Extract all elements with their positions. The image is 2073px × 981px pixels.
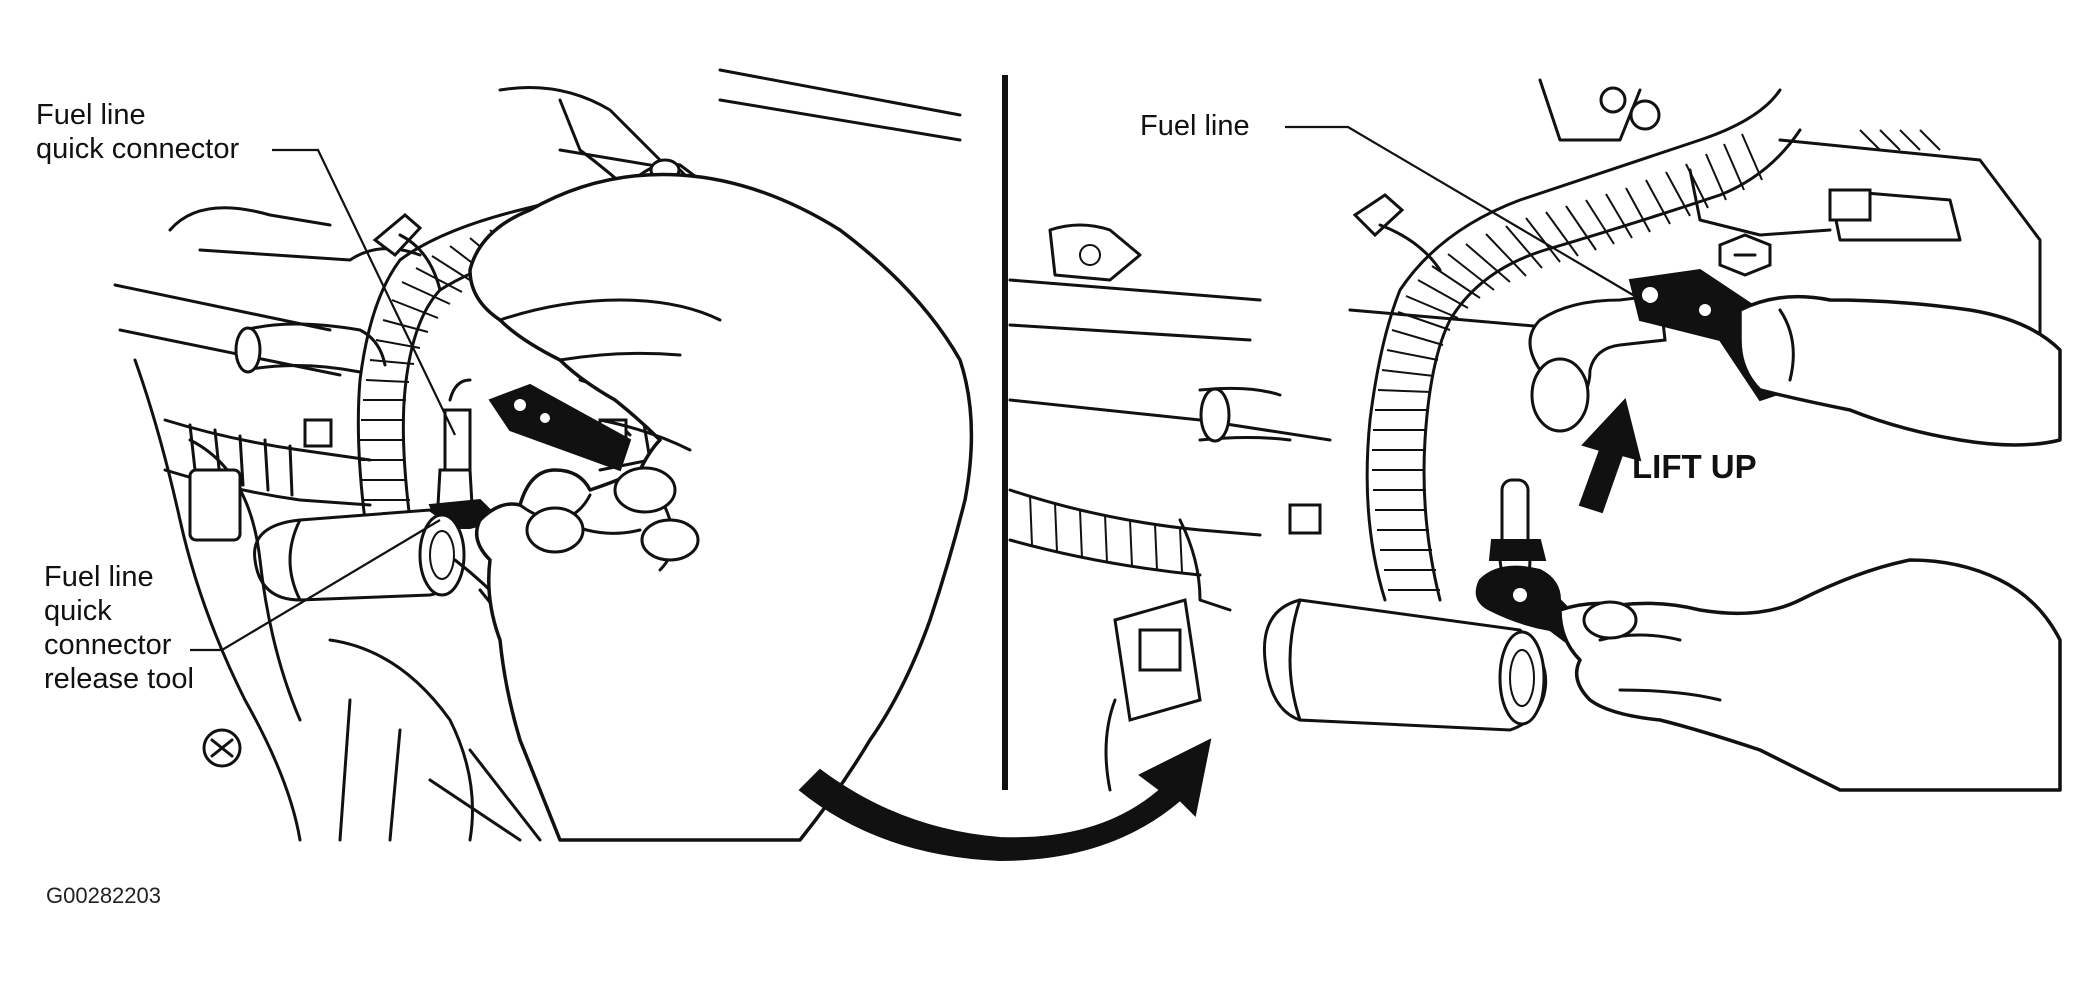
release-tool-callout-line2: quick — [44, 595, 112, 627]
figure-id: G00282203 — [46, 883, 161, 908]
release-tool-callout-line1: Fuel line — [44, 561, 154, 593]
left-panel-artwork — [113, 68, 974, 842]
left-connector-callout-line1: Fuel line — [36, 99, 146, 131]
release-tool-callout-line4: release tool — [44, 663, 194, 695]
right-panel-artwork — [798, 78, 2062, 862]
release-tool-callout-line3: connector — [44, 629, 172, 661]
lift-up-label: LIFT UP — [1632, 448, 1757, 485]
left-connector-callout-line2: quick connector — [36, 133, 240, 165]
right-fuel-line-callout: Fuel line — [1140, 110, 1250, 142]
